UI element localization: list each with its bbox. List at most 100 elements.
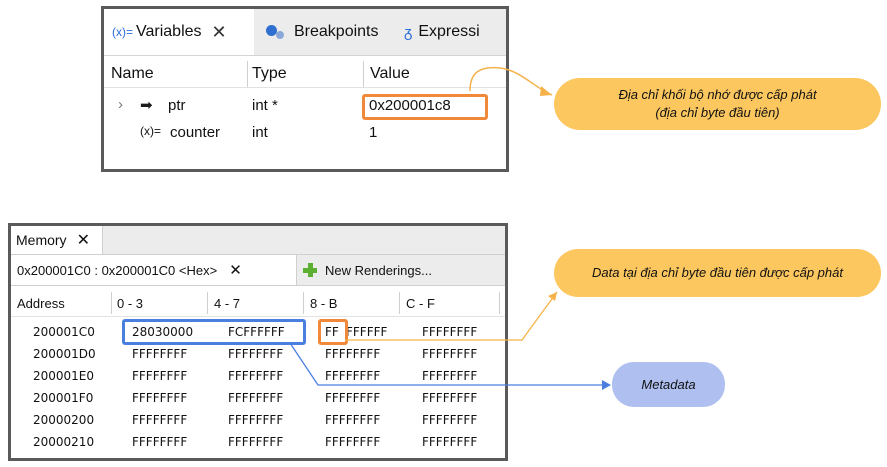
- variable-row-counter[interactable]: (x)= counter int 1: [104, 120, 506, 146]
- memory-row[interactable]: 200001E0 FFFFFFFF FFFFFFFF FFFFFFFF FFFF…: [11, 366, 505, 388]
- tab-rendering-label: 0x200001C0 : 0x200001C0 <Hex>: [17, 262, 218, 278]
- tab-memory[interactable]: Memory ✕: [11, 226, 103, 254]
- tab-breakpoints-label: Breakpoints: [294, 23, 379, 40]
- memory-cell[interactable]: FFFFFFFF: [325, 413, 381, 427]
- variable-row-ptr[interactable]: › ➡ ptr int * 0x200001c8: [104, 93, 506, 119]
- memory-tabbar: Memory ✕: [11, 226, 505, 255]
- row-address: 200001F0: [33, 391, 94, 405]
- memory-row[interactable]: 20000210 FFFFFFFF FFFFFFFF FFFFFFFF FFFF…: [11, 432, 505, 454]
- callout-text: Metadata: [641, 376, 696, 392]
- new-renderings-label: New Renderings...: [325, 262, 432, 278]
- memory-row[interactable]: 200001F0 FFFFFFFF FFFFFFFF FFFFFFFF FFFF…: [11, 388, 505, 410]
- plus-icon: [303, 263, 317, 277]
- expand-chevron-icon[interactable]: ›: [118, 96, 123, 113]
- memory-cell[interactable]: FFFFFFFF: [132, 347, 188, 361]
- tab-memory-label: Memory: [16, 232, 67, 248]
- memory-cell[interactable]: FFFFFFFF: [228, 413, 284, 427]
- tab-variables[interactable]: (x)= Variables ✕: [104, 9, 254, 55]
- memory-cell[interactable]: FFFFFFFF: [325, 369, 381, 383]
- memory-cell[interactable]: FFFFFFFF: [132, 369, 188, 383]
- memory-cell[interactable]: FFFFFFFF: [228, 435, 284, 449]
- variables-panel: (x)= Variables ✕ Breakpoints ᵹ Expressi …: [101, 6, 509, 172]
- memory-cell[interactable]: FFFFFFFF: [228, 369, 284, 383]
- arrowhead-icon: [548, 292, 557, 301]
- variables-header: Name Type Value: [104, 57, 506, 88]
- variable-icon: (x)=: [140, 124, 161, 138]
- column-type: Type: [252, 65, 287, 82]
- arrowhead-icon: [602, 380, 611, 390]
- variable-value[interactable]: 0x200001c8: [369, 97, 451, 114]
- expressions-icon: ᵹ: [404, 23, 413, 41]
- memory-cell[interactable]: FFFFFFFF: [422, 325, 478, 339]
- memory-cell[interactable]: FFFFFFFF: [132, 435, 188, 449]
- close-icon[interactable]: ✕: [229, 262, 242, 279]
- memory-cell-first-byte[interactable]: FF: [325, 325, 339, 339]
- pointer-arrow-icon: ➡: [140, 97, 153, 114]
- breakpoints-icon: [266, 24, 288, 40]
- row-address: 200001C0: [33, 325, 95, 339]
- column-8-b: 8 - B: [310, 296, 338, 311]
- variable-type: int *: [252, 97, 278, 114]
- memory-cell[interactable]: FFFFFFFF: [132, 391, 188, 405]
- metadata-highlight: [122, 319, 306, 345]
- callout-text: Data tại địa chỉ byte đầu tiên được cấp …: [592, 265, 843, 280]
- memory-cell[interactable]: FFFFFFFF: [325, 435, 381, 449]
- column-address: Address: [17, 296, 65, 311]
- callout-line: (địa chỉ byte đầu tiên): [655, 105, 780, 120]
- memory-cell[interactable]: FFFFFFFF: [422, 391, 478, 405]
- memory-cell[interactable]: FFFFFFFF: [325, 391, 381, 405]
- close-icon[interactable]: ✕: [76, 232, 90, 249]
- row-address: 20000200: [33, 413, 95, 427]
- column-divider[interactable]: [499, 292, 500, 314]
- row-address: 200001E0: [33, 369, 95, 383]
- callout-line: Địa chỉ khối bộ nhớ được cấp phát: [618, 87, 817, 102]
- first-byte-highlight: [318, 319, 348, 345]
- column-4-7: 4 - 7: [214, 296, 241, 311]
- column-divider[interactable]: [363, 61, 364, 87]
- first-byte-data-callout: Data tại địa chỉ byte đầu tiên được cấp …: [554, 249, 881, 297]
- row-address: 20000210: [33, 435, 95, 449]
- variable-name: counter: [170, 124, 221, 141]
- tab-expressions-label: Expressi: [418, 23, 480, 40]
- memory-cell[interactable]: FFFFFFFF: [422, 347, 478, 361]
- memory-cell[interactable]: 28030000: [132, 325, 194, 339]
- connector-byte-to-data-callout: [345, 291, 558, 341]
- column-divider[interactable]: [247, 61, 248, 87]
- new-renderings-button[interactable]: New Renderings...: [303, 255, 432, 285]
- column-divider[interactable]: [303, 292, 304, 314]
- variable-value[interactable]: 1: [369, 124, 378, 141]
- column-divider[interactable]: [399, 292, 400, 314]
- memory-cell[interactable]: FFFFFFFF: [422, 435, 478, 449]
- column-divider[interactable]: [207, 292, 208, 314]
- connector-metadata: [289, 342, 608, 386]
- column-divider[interactable]: [111, 292, 112, 314]
- memory-header: Address 0 - 3 4 - 7 8 - B C - F: [11, 288, 505, 317]
- memory-row[interactable]: 200001C0 28030000 FCFFFFFF FF FFFFFF FFF…: [11, 322, 505, 344]
- variables-tabbar: (x)= Variables ✕ Breakpoints ᵹ Expressi: [104, 9, 506, 56]
- variable-name: ptr: [168, 97, 186, 114]
- memory-cell[interactable]: FFFFFFFF: [132, 413, 188, 427]
- metadata-callout: Metadata: [612, 362, 725, 407]
- memory-cell[interactable]: FFFFFFFF: [228, 347, 284, 361]
- memory-row[interactable]: 200001D0 FFFFFFFF FFFFFFFF FFFFFFFF FFFF…: [11, 344, 505, 366]
- memory-cell[interactable]: FFFFFFFF: [325, 347, 381, 361]
- arrowhead-icon: [540, 86, 552, 96]
- tab-expressions[interactable]: ᵹ Expressi: [404, 9, 480, 55]
- tab-breakpoints[interactable]: Breakpoints: [266, 9, 379, 55]
- variable-type: int: [252, 124, 268, 141]
- allocated-address-callout: Địa chỉ khối bộ nhớ được cấp phát (địa c…: [554, 78, 881, 130]
- memory-panel: Memory ✕ 0x200001C0 : 0x200001C0 <Hex> ✕…: [8, 223, 508, 461]
- value-highlight: [362, 94, 488, 120]
- tab-variables-label: Variables: [136, 23, 202, 40]
- memory-cell[interactable]: FFFFFFFF: [422, 413, 478, 427]
- close-icon[interactable]: ✕: [211, 21, 227, 42]
- memory-row[interactable]: 20000200 FFFFFFFF FFFFFFFF FFFFFFFF FFFF…: [11, 410, 505, 432]
- memory-cell[interactable]: FCFFFFFF: [228, 325, 285, 339]
- memory-cell[interactable]: FFFFFFFF: [422, 369, 478, 383]
- memory-cell[interactable]: FFFFFFFF: [228, 391, 284, 405]
- memory-cell[interactable]: FFFFFF: [346, 325, 388, 339]
- column-c-f: C - F: [406, 296, 435, 311]
- tab-rendering[interactable]: 0x200001C0 : 0x200001C0 <Hex> ✕: [11, 255, 297, 285]
- connector-value-to-address-callout: [469, 66, 553, 96]
